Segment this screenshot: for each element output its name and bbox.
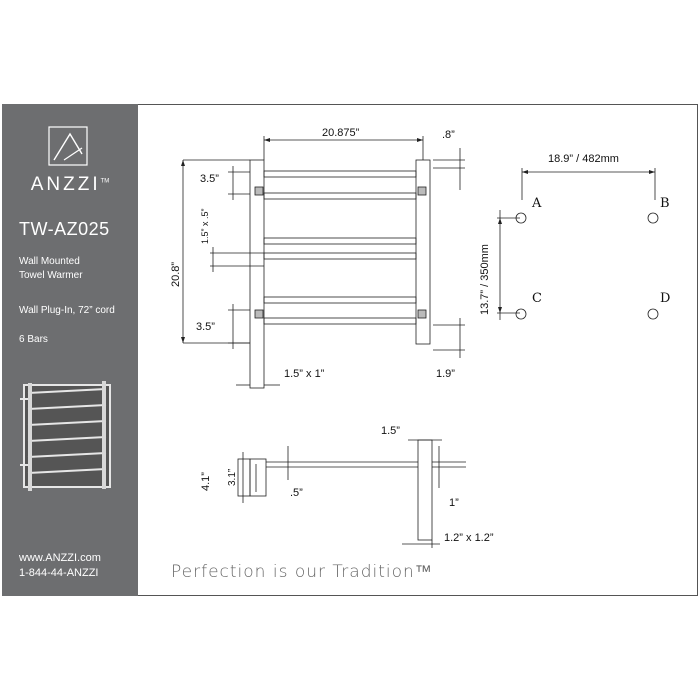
sidebar-panel: ANZZITM TW-AZ025 Wall Mounted Towel Warm… (2, 104, 138, 596)
point-d-label: D (660, 291, 671, 306)
mount-vertical-label: 13.7” / 350mm (479, 244, 491, 315)
overall-width-label: 20.875” (322, 127, 360, 139)
post-section-label: 1.2” x 1.2” (444, 532, 494, 544)
power-spec: Wall Plug-In, 72” cord (19, 305, 115, 316)
overall-height-label: 20.8” (170, 261, 182, 287)
bar-size-label: 1.5” x .5” (200, 208, 210, 244)
bar-count: 6 Bars (19, 334, 48, 345)
point-a-label: A (532, 196, 542, 211)
point-b-label: B (660, 196, 670, 211)
tagline: Perfection is our Tradition™ (171, 562, 433, 582)
website-link[interactable]: www.ANZZI.com (19, 552, 101, 564)
depth-inner-label: 3.1” (227, 468, 238, 486)
point-c-label: C (532, 291, 542, 306)
phone-number: 1-844-44-ANZZI (19, 567, 99, 579)
bottom-mount-label: 3.5” (196, 321, 215, 333)
mount-horizontal-label: 18.9” / 482mm (548, 153, 619, 165)
top-offset-label: .8” (442, 129, 455, 141)
bottom-offset-label: 1.9” (436, 368, 455, 380)
post-width-label: 1.5” (381, 425, 400, 437)
product-description: Wall Mounted Towel Warmer (19, 256, 83, 281)
product-thumbnail (20, 381, 111, 491)
top-mount-label: 3.5” (200, 173, 219, 185)
bar-thickness-label: .5” (290, 487, 303, 499)
depth-outer-label: 4.1” (200, 472, 212, 491)
contact-info: www.ANZZI.com 1-844-44-ANZZI (19, 551, 101, 581)
anzzi-logo-icon (48, 126, 88, 166)
model-number: TW-AZ025 (19, 219, 110, 239)
brand-name: ANZZITM (30, 174, 110, 195)
post-depth-label: 1” (449, 497, 459, 509)
post-size-label: 1.5” x 1” (284, 368, 325, 380)
